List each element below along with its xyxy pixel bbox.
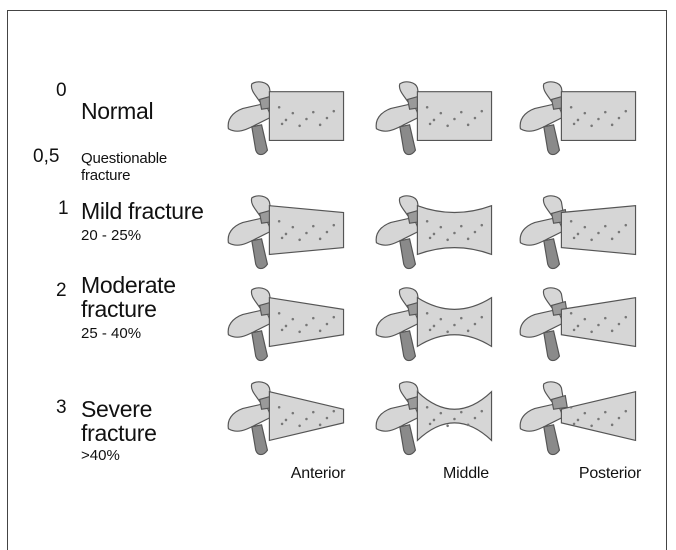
vertebra-illustration	[370, 378, 496, 458]
vertebra-row1-posterior	[514, 192, 640, 272]
vertebra-row2-middle	[370, 284, 496, 364]
vertebra-row0-middle	[370, 78, 496, 158]
column-label-middle: Middle	[416, 465, 516, 483]
grade-3-label: Severe fracture	[81, 397, 181, 445]
vertebra-row0-posterior	[514, 78, 640, 158]
vertebra-row3-posterior	[514, 378, 640, 458]
grade-0-label: Normal	[81, 99, 153, 123]
vertebra-illustration	[222, 378, 348, 458]
grade-05-number: 0,5	[33, 146, 59, 168]
vertebra-illustration	[222, 192, 348, 272]
grade-1-percent: 20 - 25%	[81, 227, 141, 244]
column-label-posterior: Posterior	[560, 465, 660, 483]
vertebra-illustration	[514, 78, 640, 158]
grade-3-percent: >40%	[81, 447, 120, 464]
vertebra-illustration	[514, 192, 640, 272]
vertebra-row2-anterior	[222, 284, 348, 364]
vertebra-row1-anterior	[222, 192, 348, 272]
vertebra-illustration	[222, 284, 348, 364]
grade-1-label: Mild fracture	[81, 199, 204, 223]
grade-0-number: 0	[56, 80, 67, 102]
grade-1-number: 1	[58, 198, 69, 220]
vertebra-row3-anterior	[222, 378, 348, 458]
vertebra-row1-middle	[370, 192, 496, 272]
vertebra-illustration	[222, 78, 348, 158]
vertebra-illustration	[370, 192, 496, 272]
vertebra-row3-middle	[370, 378, 496, 458]
vertebra-illustration	[514, 378, 640, 458]
vertebra-row0-anterior	[222, 78, 348, 158]
grade-05-label: Questionable fracture	[81, 150, 201, 184]
vertebra-illustration	[370, 78, 496, 158]
grade-2-percent: 25 - 40%	[81, 325, 141, 342]
grade-2-number: 2	[56, 280, 67, 302]
vertebra-illustration	[370, 284, 496, 364]
grade-2-label: Moderate fracture	[81, 273, 181, 321]
column-label-anterior: Anterior	[268, 465, 368, 483]
grade-3-number: 3	[56, 397, 67, 419]
vertebra-illustration	[514, 284, 640, 364]
vertebra-row2-posterior	[514, 284, 640, 364]
